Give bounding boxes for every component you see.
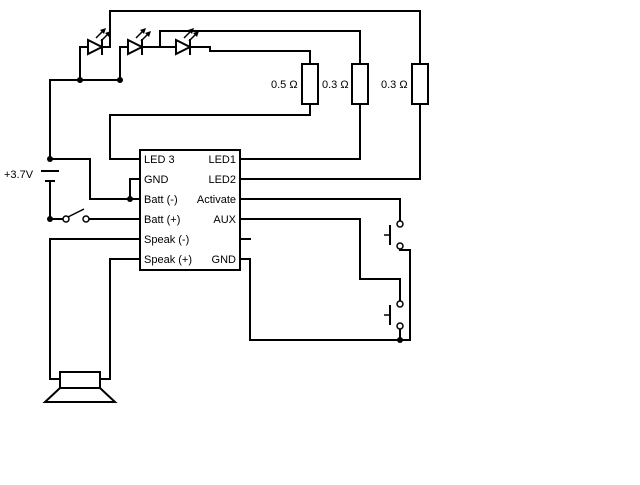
wire-speak-neg: [49, 238, 141, 380]
switch-contact-left: [62, 215, 70, 223]
led-2-triangle: [127, 38, 145, 56]
resistor-r2-body: [351, 63, 369, 105]
pin-batt-pos-label: Batt (+): [144, 214, 180, 226]
battery-voltage-label: +3.7V: [4, 169, 34, 181]
wire-r1-led3: [109, 103, 311, 160]
pin-led1-label: LED1: [208, 154, 236, 166]
led-2: [119, 28, 161, 56]
button-2-contact-top: [396, 300, 404, 308]
pin-gnd-left-label: GND: [144, 174, 169, 186]
switch-contact-right: [82, 215, 90, 223]
led-1-triangle: [87, 38, 105, 56]
battery: +3.7V: [4, 169, 59, 182]
resistor-r2-label: 0.3 Ω: [322, 79, 349, 91]
module-body: [139, 149, 241, 271]
switch-lever: [67, 208, 85, 218]
wire-aux: [239, 218, 401, 305]
resistor-r3-label: 0.3 Ω: [381, 79, 408, 91]
wire-activate: [239, 198, 401, 225]
pin-led2-label: LED2: [208, 174, 236, 186]
speaker-magnet: [59, 371, 101, 389]
sound-module: LED 3 GND Batt (-) Batt (+) Speak (-) Sp…: [139, 149, 241, 271]
resistor-r3: 0.3 Ω: [381, 63, 429, 105]
resistor-r1: 0.5 Ω: [271, 63, 319, 105]
wire-gnd-batt-neg: [129, 178, 141, 200]
wire-led-anode-bus: [79, 46, 121, 81]
pin-activate-label: Activate: [197, 194, 236, 206]
junctions: [47, 77, 403, 343]
button-2-contact-bottom: [396, 322, 404, 330]
wire-gnd-return: [239, 249, 411, 341]
wire-batt-neg: [49, 158, 141, 200]
push-button-2: [384, 300, 404, 330]
speaker-icon: [42, 371, 118, 403]
pin-aux-label: AUX: [213, 214, 236, 226]
led-3: [159, 28, 201, 56]
resistor-r3-body: [411, 63, 429, 105]
pin-gnd-right-label: GND: [212, 254, 237, 266]
led-1: [79, 28, 111, 56]
resistor-r1-label: 0.5 Ω: [271, 79, 298, 91]
pin-led3-label: LED 3: [144, 154, 175, 166]
wire-r3-led2: [239, 103, 421, 180]
wire-top-r3: [109, 10, 421, 65]
pin-speak-pos-label: Speak (+): [144, 254, 192, 266]
wire-led-r1: [199, 46, 311, 65]
button-1-contact-bottom: [396, 242, 404, 250]
push-button-1: [384, 220, 404, 250]
wire-speak-pos: [99, 258, 141, 380]
power-switch: [62, 208, 90, 223]
wire-batt-pos: [49, 180, 63, 220]
wire-battery-top: [49, 79, 81, 160]
resistor-r1-body: [301, 63, 319, 105]
speaker-cone: [42, 387, 118, 403]
button-1-contact-top: [396, 220, 404, 228]
wires: [49, 10, 421, 380]
pin-batt-neg-label: Batt (-): [144, 194, 178, 206]
wire-led-r2: [159, 30, 361, 65]
pin-speak-neg-label: Speak (-): [144, 234, 189, 246]
led-3-triangle: [175, 38, 193, 56]
resistor-r2: 0.3 Ω: [322, 63, 369, 105]
wire-r2-led1: [239, 103, 361, 160]
